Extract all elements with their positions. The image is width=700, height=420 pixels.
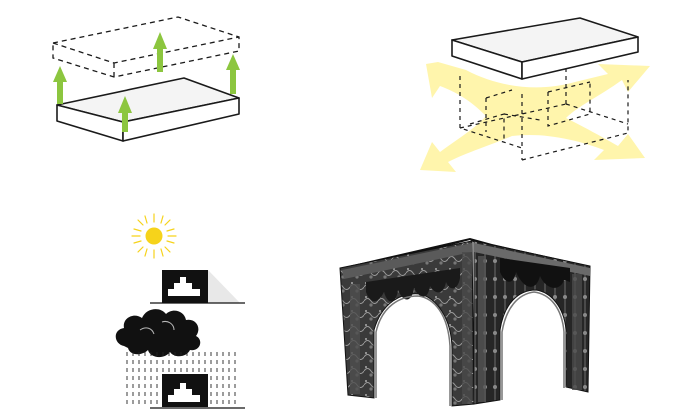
panel-open-sides [420, 17, 650, 172]
dashed-box-icon [459, 60, 629, 161]
slab-icon [451, 17, 639, 80]
panel-weather [115, 213, 245, 409]
panel-pavilion [339, 238, 591, 407]
shelter-icon [150, 374, 245, 409]
panel-lift [52, 16, 240, 142]
cloud-icon [115, 309, 201, 358]
wind-arrow-icon [420, 62, 650, 172]
sun-icon [131, 213, 177, 259]
up-arrow-icon [53, 32, 240, 132]
pavilion-arches-icon [339, 238, 591, 407]
dashed-slab-icon [52, 16, 240, 78]
slab-icon [56, 77, 240, 142]
shelter-icon [150, 270, 245, 304]
